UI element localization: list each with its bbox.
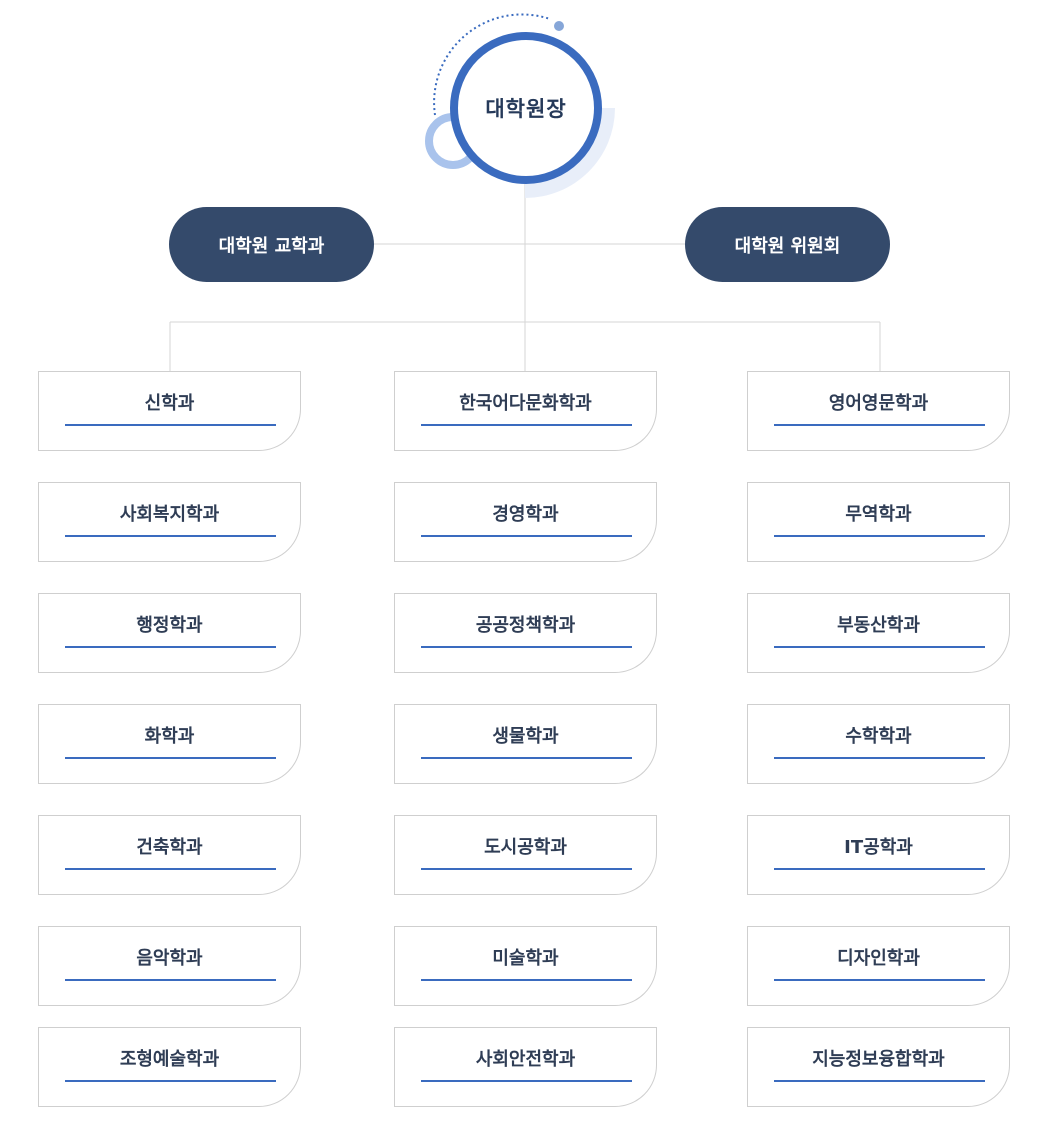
dept-label: 음악학과 (136, 948, 203, 969)
dept-label: 미술학과 (492, 948, 559, 969)
dept-node: 부동산학과 (747, 593, 1010, 673)
root-label: 대학원장 (485, 97, 567, 121)
dept-node: 공공정책학과 (394, 593, 657, 673)
dept-underline (65, 646, 276, 648)
dept-node: IT공학과 (747, 815, 1010, 895)
dept-underline (65, 535, 276, 537)
dept-label: 조형예술학과 (119, 1049, 220, 1070)
dept-label: 행정학과 (136, 615, 203, 636)
dept-node: 사회안전학과 (394, 1027, 657, 1107)
dept-node: 수학학과 (747, 704, 1010, 784)
dept-label: 수학학과 (845, 726, 912, 747)
dept-underline (774, 868, 985, 870)
dept-label: 지능정보융합학과 (812, 1049, 945, 1070)
dept-underline (65, 757, 276, 759)
dept-label: 사회복지학과 (119, 504, 220, 525)
dept-node: 무역학과 (747, 482, 1010, 562)
dept-underline (421, 979, 632, 981)
dept-label: 도시공학과 (484, 837, 567, 858)
dept-label: 건축학과 (136, 837, 203, 858)
staff-node-committee: 대학원 위원회 (685, 207, 890, 282)
dept-node: 도시공학과 (394, 815, 657, 895)
dept-underline (774, 424, 985, 426)
dept-underline (774, 646, 985, 648)
dept-node: 한국어다문화학과 (394, 371, 657, 451)
dept-node: 음악학과 (38, 926, 301, 1006)
dept-node: 건축학과 (38, 815, 301, 895)
dept-underline (65, 868, 276, 870)
root-node: 대학원장 (415, 10, 625, 210)
staff-label: 대학원 교학과 (218, 235, 325, 257)
dept-label: 생물학과 (492, 726, 559, 747)
dept-underline (774, 979, 985, 981)
dept-node: 미술학과 (394, 926, 657, 1006)
dept-label: 공공정책학과 (475, 615, 576, 636)
dept-underline (65, 979, 276, 981)
staff-label: 대학원 위원회 (734, 235, 841, 257)
dept-underline (421, 535, 632, 537)
dept-node: 디자인학과 (747, 926, 1010, 1006)
dept-label: 부동산학과 (837, 615, 920, 636)
dept-node: 생물학과 (394, 704, 657, 784)
dept-underline (774, 535, 985, 537)
dept-label: 디자인학과 (837, 948, 920, 969)
dept-label: 화학과 (144, 726, 195, 747)
dept-node: 행정학과 (38, 593, 301, 673)
dept-node: 화학과 (38, 704, 301, 784)
dept-label: IT공학과 (844, 837, 913, 858)
dept-node: 영어영문학과 (747, 371, 1010, 451)
dept-underline (421, 757, 632, 759)
dept-underline (421, 1080, 632, 1082)
dept-label: 신학과 (144, 393, 195, 414)
dept-node: 지능정보융합학과 (747, 1027, 1010, 1107)
staff-node-academic-affairs: 대학원 교학과 (169, 207, 374, 282)
dept-underline (774, 757, 985, 759)
dept-label: 무역학과 (845, 504, 912, 525)
dept-label: 사회안전학과 (475, 1049, 576, 1070)
dept-node: 조형예술학과 (38, 1027, 301, 1107)
dept-underline (421, 868, 632, 870)
dept-label: 경영학과 (492, 504, 559, 525)
dept-node: 신학과 (38, 371, 301, 451)
dept-node: 경영학과 (394, 482, 657, 562)
root-circle: 대학원장 (450, 32, 602, 184)
dept-underline (774, 1080, 985, 1082)
dept-underline (65, 424, 276, 426)
dept-label: 영어영문학과 (828, 393, 929, 414)
dept-node: 사회복지학과 (38, 482, 301, 562)
dept-underline (421, 424, 632, 426)
dept-underline (65, 1080, 276, 1082)
dept-label: 한국어다문화학과 (459, 393, 592, 414)
dept-underline (421, 646, 632, 648)
